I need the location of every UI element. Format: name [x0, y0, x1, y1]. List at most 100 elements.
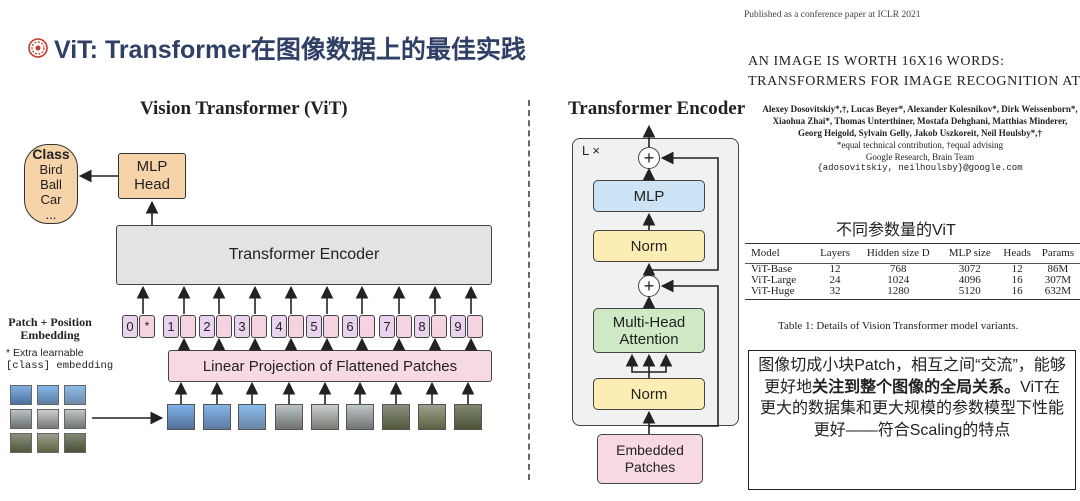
table-cell: 632M: [1035, 286, 1080, 300]
position-token-1: 1: [163, 315, 179, 338]
class-item: Bird: [39, 162, 63, 177]
patch-embedding-token: [180, 315, 196, 338]
paper-authors: Alexey Dosovitskiy*,†, Lucas Beyer*, Ale…: [762, 104, 1078, 138]
image-patch-tile: [37, 433, 59, 453]
position-token-9: 9: [450, 315, 466, 338]
logo-seal-icon: [28, 38, 48, 58]
class-token-star: *: [139, 315, 155, 338]
encoder-arrows: [625, 124, 719, 434]
position-token-6: 6: [342, 315, 358, 338]
arrow-norm-to-mha: [625, 353, 649, 373]
flattened-patch: [167, 404, 195, 430]
position-token-4: 4: [271, 315, 287, 338]
image-patch-tile: [64, 385, 86, 405]
flattened-patch: [418, 404, 446, 430]
patch-embedding-token: [396, 315, 412, 338]
flattened-patch: [311, 404, 339, 430]
class-item: Ball: [40, 177, 62, 192]
position-token-8: 8: [414, 315, 430, 338]
paper-note-affiliation: Google Research, Brain Team: [865, 152, 975, 162]
norm-block-2: Norm: [593, 230, 705, 262]
class-item: Car: [40, 192, 62, 207]
patch-embedding-token: [251, 315, 267, 338]
table-cell: 1280: [855, 286, 942, 300]
table-header-cell: Hidden size D: [855, 243, 942, 264]
vit-arrows: [78, 169, 478, 425]
table-cell: ViT-Large: [751, 274, 797, 286]
image-patch-tile: [64, 433, 86, 453]
table-cell: 768: [890, 263, 907, 275]
table-header-row: Model Layers Hidden size D MLP size Head…: [745, 243, 1080, 264]
summary-text-bold: 关注到整个图像的全局关系。: [812, 378, 1021, 396]
paper-notes: *equal technical contribution, †equal ad…: [760, 139, 1080, 163]
class-output-box: Class Bird Ball Car ...: [24, 144, 78, 224]
position-token-5: 5: [306, 315, 322, 338]
patch-embedding-token: [216, 315, 232, 338]
extra-note-line1: * Extra learnable: [6, 347, 84, 359]
table-cell: 307M: [1044, 274, 1072, 286]
flattened-patch: [346, 404, 374, 430]
table-row: ViT-Base 12 768 3072 12 86M: [745, 264, 1080, 276]
table-cell: 3072: [958, 263, 981, 275]
extra-note-line2: [class] embedding: [6, 360, 114, 372]
paper-title: AN IMAGE IS WORTH 16X16 WORDS: TRANSFORM…: [748, 52, 1080, 92]
vit-diagram-title: Vision Transformer (ViT): [140, 98, 348, 119]
table-row: ViT-Large 24 1024 4096 16 307M: [745, 275, 1080, 286]
patch-embedding-token: [431, 315, 447, 338]
section-divider: [528, 100, 530, 480]
extra-embedding-note: * Extra learnable [class] embedding: [6, 347, 113, 373]
image-patch-tile: [10, 409, 32, 429]
paper-title-line1: AN IMAGE IS WORTH 16X16 WORDS:: [748, 54, 1005, 69]
position-token-2: 2: [199, 315, 215, 338]
norm-block-1: Norm: [593, 378, 705, 410]
mlp-head-box: MLP Head: [118, 153, 186, 199]
table-header-cell: Layers: [814, 243, 856, 264]
summary-text-part1: 图像切成小块Patch，相互之间“交流”，能够更好地: [758, 357, 1066, 396]
residual-connection-2: [649, 151, 719, 271]
residual-connection-1: [649, 279, 719, 427]
table-cell: ViT-Base: [751, 263, 793, 275]
flattened-patch: [203, 404, 231, 430]
position-token-0: 0: [122, 315, 138, 338]
table-cell: 24: [829, 274, 841, 286]
paper-title-line2: TRANSFORMERS FOR IMAGE RECOGNITION AT SC…: [748, 74, 1080, 89]
position-token-3: 3: [234, 315, 250, 338]
table-cell: 4096: [958, 274, 981, 286]
table-header-cell: Model: [745, 243, 815, 264]
class-item: ...: [45, 207, 57, 222]
patch-embedding-token: [359, 315, 375, 338]
table-caption: Table 1: Details of Vision Transformer m…: [778, 320, 1019, 332]
mlp-block: MLP: [593, 180, 705, 212]
table-cell: 5120: [941, 286, 999, 300]
slide-title: ViT: Transformer在图像数据上的最佳实践: [28, 30, 526, 66]
class-title: Class: [32, 146, 70, 162]
summary-box: 图像切成小块Patch，相互之间“交流”，能够更好地关注到整个图像的全局关系。V…: [748, 350, 1076, 490]
table-cell: 32: [814, 286, 856, 300]
patch-embedding-token: [323, 315, 339, 338]
transformer-encoder-box: Transformer Encoder: [116, 225, 492, 285]
image-patch-tile: [10, 385, 32, 405]
table-cell: 16: [998, 286, 1036, 300]
table-cell: ViT-Huge: [745, 286, 815, 300]
image-patch-tile: [37, 409, 59, 429]
patch-position-embedding-label: Patch + Position Embedding: [8, 315, 92, 342]
vit-variants-table: Model Layers Hidden size D MLP size Head…: [745, 243, 1080, 300]
table-header-cell: MLP size: [941, 243, 999, 264]
paper-email: {adosovitskiy, neilhoulsby}@google.com: [817, 163, 1023, 173]
patch-embedding-token: [288, 315, 304, 338]
table-header-cell: Heads: [998, 243, 1036, 264]
multi-head-attention-block: Multi-Head Attention: [593, 308, 705, 353]
image-patch-tile: [64, 409, 86, 429]
flattened-patch: [382, 404, 410, 430]
arrow-norm-to-mha: [649, 353, 673, 373]
embedded-patches-block: Embedded Patches: [597, 434, 703, 484]
position-token-7: 7: [379, 315, 395, 338]
paper-note-contribution: *equal technical contribution, †equal ad…: [836, 140, 1004, 150]
table-cell: 86M: [1047, 263, 1069, 275]
flattened-patch: [275, 404, 303, 430]
params-title: 不同参数量的ViT: [836, 222, 956, 239]
layer-repeat-label: L ×: [582, 143, 600, 158]
table-cell: 16: [1011, 274, 1023, 286]
table-cell: 12: [829, 263, 841, 275]
patch-embedding-token: [467, 315, 483, 338]
